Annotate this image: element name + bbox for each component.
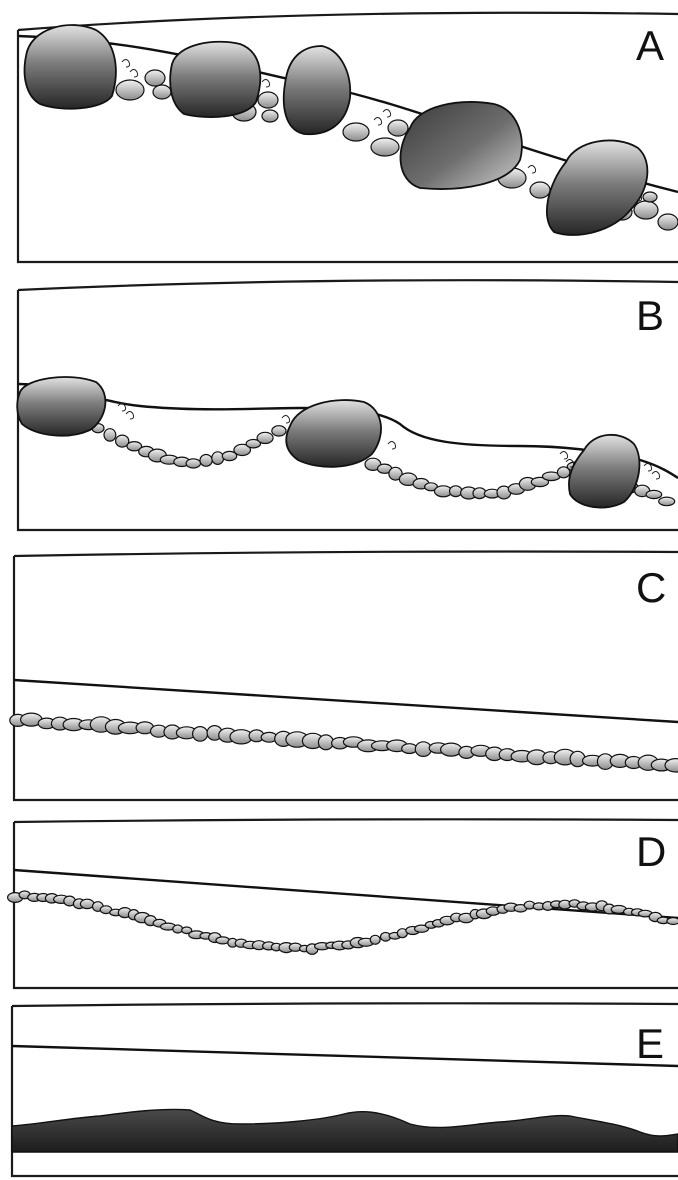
panel-a: A — [18, 13, 678, 262]
panel-c: C — [10, 552, 678, 801]
pebble — [257, 432, 273, 443]
panel-e-water-surface — [12, 1046, 678, 1066]
panel-c-label: C — [636, 564, 666, 611]
panel-d-label: D — [636, 828, 666, 875]
pebble — [370, 935, 380, 944]
panel-b-label: B — [636, 292, 664, 339]
panel-d-pebbles — [8, 891, 678, 954]
boulder — [401, 102, 522, 189]
boulder — [286, 400, 381, 467]
boulder — [170, 42, 260, 117]
panel-c-pebbles — [10, 713, 678, 772]
panel-e-label: E — [636, 1020, 664, 1067]
boulder — [569, 435, 640, 508]
boulder — [547, 140, 648, 235]
pebble — [173, 925, 183, 933]
boulder — [17, 377, 105, 436]
pebble — [646, 490, 662, 498]
pebble — [659, 497, 675, 506]
panel-a-boulders — [25, 25, 648, 235]
panel-e: E — [12, 1003, 678, 1176]
panel-b: B — [17, 280, 678, 530]
pebble — [212, 452, 224, 465]
pebble — [441, 743, 462, 756]
boulder — [284, 46, 350, 134]
pebble — [200, 455, 212, 467]
panel-c-water-surface — [14, 680, 678, 722]
panel-e-bedrock — [12, 1109, 678, 1152]
boulder — [25, 25, 116, 109]
pebble — [272, 426, 286, 436]
pebble — [186, 459, 200, 468]
panel-b-boulders — [17, 377, 639, 508]
pebble — [104, 429, 116, 441]
pebble — [667, 918, 678, 925]
panel-d: D — [8, 819, 678, 988]
pebble — [193, 727, 208, 742]
pebble — [450, 486, 462, 497]
panel-a-label: A — [636, 22, 664, 69]
